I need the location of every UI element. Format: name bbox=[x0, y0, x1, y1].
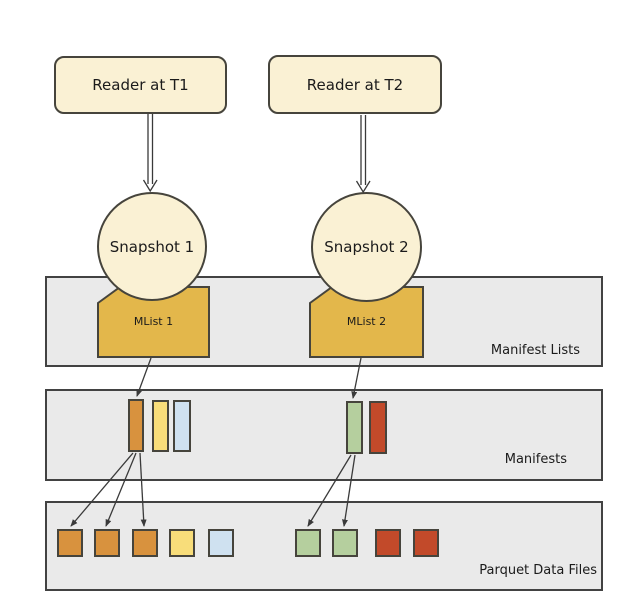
parquet-file-5-blue bbox=[208, 529, 234, 557]
reader-t2-box: Reader at T2 bbox=[268, 55, 442, 114]
parquet-file-1-orange bbox=[57, 529, 83, 557]
snapshot-1-circle: Snapshot 1 bbox=[97, 192, 207, 301]
manifest-lists-label: Manifest Lists bbox=[490, 343, 580, 358]
reader-t1-box: Reader at T1 bbox=[54, 56, 227, 114]
manifest-bar-red-5 bbox=[369, 401, 387, 454]
parquet-file-9-red bbox=[413, 529, 439, 557]
parquet-file-2-orange bbox=[94, 529, 120, 557]
parquet-file-6-green bbox=[295, 529, 321, 557]
mlist-2-label: MList 2 bbox=[346, 315, 387, 328]
snapshot-2-circle: Snapshot 2 bbox=[311, 192, 422, 302]
double-arrow-reader2-to-snapshot2 bbox=[355, 115, 371, 194]
parquet-data-files-band: Parquet Data Files bbox=[45, 501, 603, 591]
manifests-label: Manifests bbox=[504, 452, 567, 467]
manifest-bar-blue-3 bbox=[173, 400, 191, 452]
parquet-file-8-red bbox=[375, 529, 401, 557]
manifest-bar-orange-1 bbox=[128, 399, 144, 452]
double-arrow-reader1-to-snapshot1 bbox=[142, 114, 158, 193]
parquet-file-4-yellow bbox=[169, 529, 195, 557]
parquet-data-files-label: Parquet Data Files bbox=[479, 563, 597, 578]
mlist-1-label: MList 1 bbox=[133, 315, 174, 328]
manifest-bar-green-4 bbox=[346, 401, 363, 454]
parquet-file-3-orange bbox=[132, 529, 158, 557]
parquet-file-7-green bbox=[332, 529, 358, 557]
manifest-bar-yellow-2 bbox=[152, 400, 169, 452]
